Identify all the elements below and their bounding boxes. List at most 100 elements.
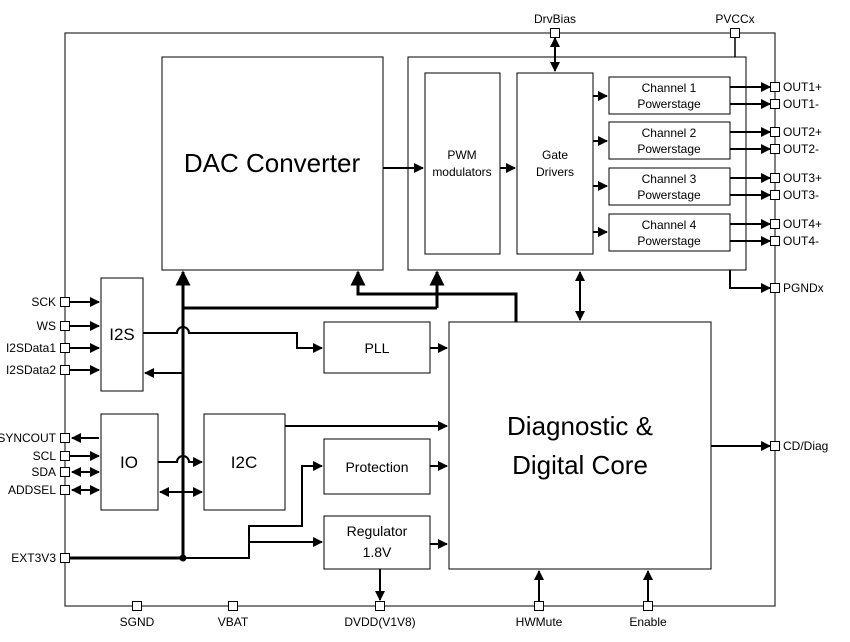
out3--pin [770,190,780,200]
gate-drivers-block: Gate Drivers [516,72,594,255]
core-label-2: Digital Core [512,450,648,480]
pll-label: PLL [365,340,390,356]
ch4-label-1: Channel 4 [642,218,697,232]
i2sdata2-pin-label: I2SData2 [6,363,56,377]
ext3v3-pin-label: EXT3V3 [11,551,56,565]
ch4-label-2: Powerstage [637,234,701,248]
gate-label-1: Gate [542,148,568,162]
dac-converter-block: DAC Converter [161,56,384,271]
out1--pin [770,82,780,92]
ch2-label-2: Powerstage [637,142,701,156]
sck-pin-label: SCK [31,295,56,309]
regulator-block: Regulator 1.8V [323,515,431,570]
syncout-pin [60,433,70,443]
io-label: IO [120,453,138,472]
channel-1-powerstage: Channel 1 Powerstage [608,76,731,115]
i2c-label: I2C [231,453,257,472]
i2c-block: I2C [203,413,286,511]
out1--pin-label: OUT1- [783,97,819,111]
out4--pin-label: OUT4+ [783,217,822,231]
out4--pin-label: OUT4- [783,234,819,248]
pvccx-pin [730,28,740,38]
channel-2-powerstage: Channel 2 Powerstage [608,121,731,160]
ext3v3-to-regulator-arrow [183,537,323,559]
ch3-label-1: Channel 3 [642,172,697,186]
core-label-1: Diagnostic & [507,411,653,441]
out1--pin [770,99,780,109]
digital-core-block: Diagnostic & Digital Core [448,321,712,570]
dvdd-v1v8--pin-label: DVDD(V1V8) [344,615,415,629]
pwm-label-2: modulators [432,165,491,179]
io-to-i2c-arrow [158,455,203,467]
regulator-label-1: Regulator [347,523,408,539]
pgndx-arrow [729,270,771,293]
pwm-modulators-block: PWM modulators [424,72,501,255]
cd-diag-pin-label: CD/Diag [783,439,828,453]
i2s-label: I2S [109,325,135,344]
drvbias-pin [550,28,560,38]
io-block: IO [100,413,159,511]
out4--pin [770,219,780,229]
out3--pin-label: OUT3- [783,188,819,202]
addsel-pin [60,485,70,495]
dac-label: DAC Converter [184,148,361,178]
sgnd-pin [132,601,142,611]
dvdd-v1v8--pin [375,601,385,611]
pvccx-pin-label: PVCCx [715,12,754,26]
i2sdata2-pin [60,365,70,375]
hwmute-pin-label: HWMute [516,615,563,629]
ch2-label-1: Channel 2 [642,126,697,140]
out3--pin-label: OUT3+ [783,171,822,185]
ext3v3-pin [60,553,70,563]
ch1-label-1: Channel 1 [642,81,697,95]
pgndx-pin-label: PGNDx [783,281,824,295]
ch1-label-2: Powerstage [637,97,701,111]
out2--pin [770,144,780,154]
i2sdata1-pin [60,343,70,353]
gate-label-2: Drivers [536,165,574,179]
i2sdata1-pin-label: I2SData1 [6,341,56,355]
syncout-pin-label: SYNCOUT [0,431,57,445]
sda-pin-label: SDA [31,465,56,479]
cd-diag-pin [770,441,780,451]
addsel-pin-label: ADDSEL [8,483,56,497]
pgndx-pin [770,283,780,293]
ch3-label-2: Powerstage [637,188,701,202]
protection-label: Protection [345,459,408,475]
pwm-label-1: PWM [447,148,476,162]
connection-wires [70,37,771,601]
regulator-label-2: 1.8V [363,544,392,560]
out2--pin-label: OUT2- [783,142,819,156]
hwmute-pin [534,601,544,611]
out2--pin [770,127,780,137]
power-stage-group [407,56,747,271]
channel-3-powerstage: Channel 3 Powerstage [608,167,731,206]
ext3v3-to-protection-arrow [248,461,323,542]
sck-pin [60,297,70,307]
i2s-to-pll-arrow [143,326,323,353]
sgnd-pin-label: SGND [120,615,155,629]
out3--pin [770,173,780,183]
chip-outline [64,32,776,607]
i2s-block: I2S [100,277,144,392]
sda-pin [60,467,70,477]
out2--pin-label: OUT2+ [783,125,822,139]
pll-block: PLL [323,321,431,374]
scl-pin [60,451,70,461]
enable-pin [643,601,653,611]
ws-pin [60,321,70,331]
scl-pin-label: SCL [33,449,57,463]
core-to-dac-arrow [350,270,518,322]
enable-pin-label: Enable [629,615,667,629]
out4--pin [770,236,780,246]
protection-block: Protection [323,438,431,495]
ws-pin-label: WS [37,319,56,333]
junction-dot [179,554,187,562]
out1--pin-label: OUT1+ [783,80,822,94]
drvbias-pin-label: DrvBias [534,12,576,26]
vbat-pin [228,601,238,611]
channel-4-powerstage: Channel 4 Powerstage [608,213,731,252]
vbat-pin-label: VBAT [218,615,249,629]
